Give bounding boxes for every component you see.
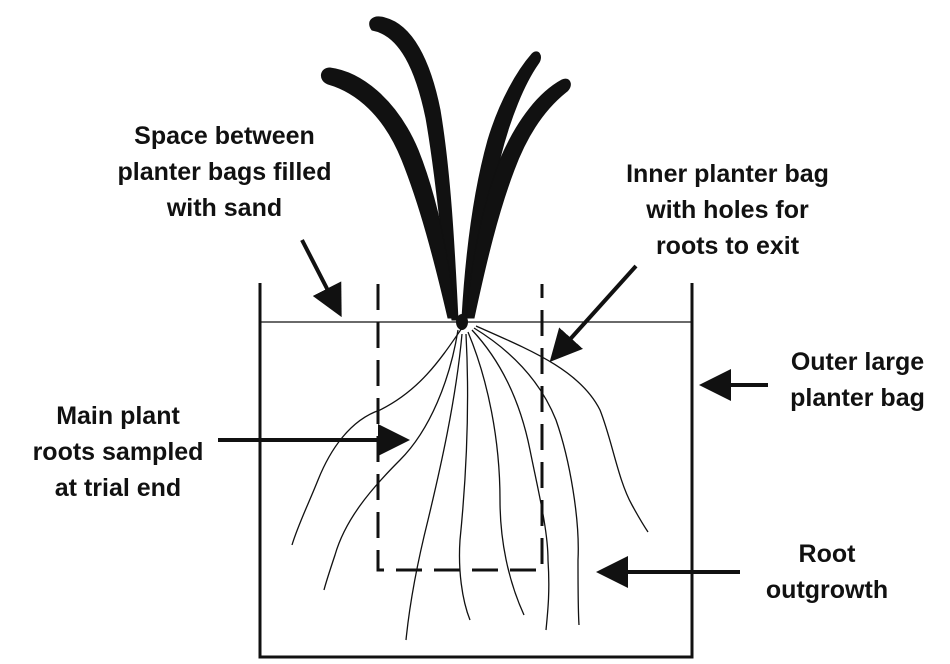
- root: [323, 329, 459, 591]
- label-outer-bag: Outer large planter bag: [770, 344, 945, 416]
- root: [473, 327, 580, 626]
- label-sand-space: Space between planter bags filled with s…: [92, 118, 357, 226]
- plant-leaves: [321, 16, 571, 321]
- label-line: planter bags filled: [117, 158, 332, 186]
- arrow-inner-bag: [549, 264, 638, 362]
- label-line: with holes for: [646, 196, 809, 224]
- root: [471, 329, 550, 631]
- root: [458, 333, 471, 621]
- label-line: with sand: [166, 194, 283, 222]
- label-line: roots sampled: [32, 438, 204, 466]
- label-line: outgrowth: [765, 576, 889, 604]
- label-line: planter bag: [790, 384, 925, 412]
- arrows: [218, 239, 768, 588]
- leaf-left: [321, 67, 457, 319]
- label-line: Main plant: [56, 402, 180, 430]
- label-inner-bag: Inner planter bag with holes for roots t…: [600, 156, 855, 264]
- label-root-outgrowth: Root outgrowth: [752, 536, 902, 608]
- root: [467, 331, 525, 616]
- root: [291, 327, 463, 546]
- leaf-right-outer: [465, 78, 571, 319]
- label-main-roots: Main plant roots sampled at trial end: [18, 398, 218, 506]
- label-line: Outer large: [790, 348, 925, 376]
- label-line: Space between: [134, 122, 315, 150]
- root: [405, 333, 463, 641]
- label-line: Root: [798, 540, 856, 568]
- root: [475, 325, 649, 533]
- leaf-tall: [369, 16, 459, 321]
- plant-crown: [456, 314, 468, 330]
- label-line: Inner planter bag: [626, 160, 829, 188]
- outer-planter-bag: [258, 283, 694, 659]
- label-line: roots to exit: [655, 232, 800, 260]
- arrow-sand-space: [300, 239, 342, 318]
- plant-roots: [291, 325, 649, 641]
- label-line: at trial end: [54, 474, 182, 502]
